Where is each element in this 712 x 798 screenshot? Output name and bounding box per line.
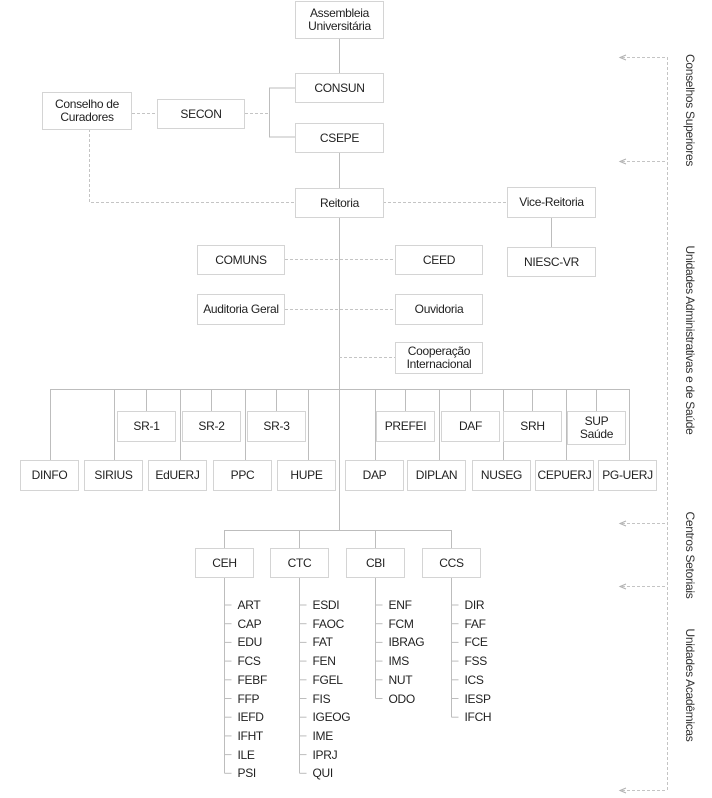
node-ouvidoria: Ouvidoria: [395, 294, 483, 325]
academic-unit: FFP: [237, 691, 260, 706]
academic-unit: IESP: [464, 691, 491, 706]
node-sub-unit: SR-2: [182, 411, 241, 442]
node-unit: SIRIUS: [84, 460, 143, 491]
academic-unit: FGEL: [312, 672, 343, 687]
node-csepe: CSEPE: [295, 123, 384, 153]
academic-unit: ICS: [464, 672, 484, 687]
node-niesc-vr: NIESC-VR: [507, 247, 596, 277]
side-label-administrativas: Unidades Administrativas e de Saúde: [683, 245, 697, 435]
node-sub-unit: PREFEI: [376, 411, 435, 442]
academic-unit: FAT: [312, 635, 334, 650]
node-ceed: CEED: [395, 245, 483, 275]
academic-unit: FAF: [464, 616, 486, 631]
academic-unit: IFCH: [464, 710, 492, 725]
node-unit: HUPE: [277, 460, 336, 491]
academic-unit: EDU: [237, 635, 263, 650]
node-reitoria: Reitoria: [295, 188, 384, 218]
node-consun: CONSUN: [295, 73, 384, 103]
academic-unit: DIR: [464, 598, 485, 612]
academic-unit: FIS: [312, 691, 331, 706]
academic-unit: IMS: [388, 654, 410, 669]
node-sub-unit: SR-3: [247, 411, 306, 442]
academic-unit: FAOC: [312, 616, 345, 631]
node-secon: SECON: [157, 99, 245, 129]
academic-unit: ART: [237, 598, 261, 612]
academic-unit: ILE: [237, 747, 255, 762]
academic-unit: FCS: [237, 654, 261, 669]
academic-unit: IFHT: [237, 728, 264, 743]
academic-unit: NUT: [388, 672, 413, 687]
side-label-conselhos: Conselhos Superiores: [683, 53, 697, 167]
academic-unit: FCM: [388, 616, 414, 631]
academic-unit: PSI: [237, 766, 257, 781]
arrow-icons: [618, 54, 627, 794]
academic-unit: ODO: [388, 691, 416, 706]
node-unit: EdUERJ: [148, 460, 207, 491]
node-sub-unit: SRH: [503, 411, 562, 442]
node-sub-unit: SR-1: [117, 411, 176, 442]
node-unit: DINFO: [20, 460, 79, 491]
academic-unit: IGEOG: [312, 710, 351, 725]
node-vice-reitoria: Vice-Reitoria: [507, 187, 596, 218]
node-sub-unit: SUP Saúde: [567, 411, 626, 445]
academic-unit: CAP: [237, 616, 262, 631]
academic-unit: IBRAG: [388, 635, 425, 650]
node-conselho-curadores: Conselho de Curadores: [42, 92, 132, 130]
academic-unit: FSS: [464, 654, 488, 669]
node-unit: DAP: [345, 460, 404, 491]
node-center: CCS: [422, 548, 481, 578]
academic-unit: FEBF: [237, 672, 268, 687]
academic-unit: FEN: [312, 654, 336, 669]
academic-unit: QUI: [312, 766, 334, 781]
academic-unit: IEFD: [237, 710, 264, 725]
side-label-academicas: Unidades Acadêmicas: [683, 628, 697, 742]
node-unit: NUSEG: [472, 460, 531, 491]
node-center: CEH: [195, 548, 254, 578]
academic-unit: IPRJ: [312, 747, 338, 762]
node-unit: PG-UERJ: [598, 460, 657, 491]
node-unit: CEPUERJ: [535, 460, 594, 491]
academic-unit: ESDI: [312, 598, 340, 612]
node-sub-unit: DAF: [441, 411, 500, 442]
node-center: CTC: [270, 548, 329, 578]
node-center: CBI: [346, 548, 405, 578]
side-label-centros: Centros Setoriais: [683, 511, 697, 599]
academic-unit: ENF: [388, 598, 412, 612]
node-assembleia: Assembleia Universitária: [295, 1, 384, 39]
node-auditoria-geral: Auditoria Geral: [197, 294, 285, 325]
node-comuns: COMUNS: [197, 245, 285, 275]
academic-unit: IME: [312, 728, 334, 743]
node-unit: DIPLAN: [407, 460, 466, 491]
academic-unit: FCE: [464, 635, 488, 650]
node-unit: PPC: [213, 460, 272, 491]
node-cooperacao-internacional: Cooperação Internacional: [395, 342, 483, 374]
